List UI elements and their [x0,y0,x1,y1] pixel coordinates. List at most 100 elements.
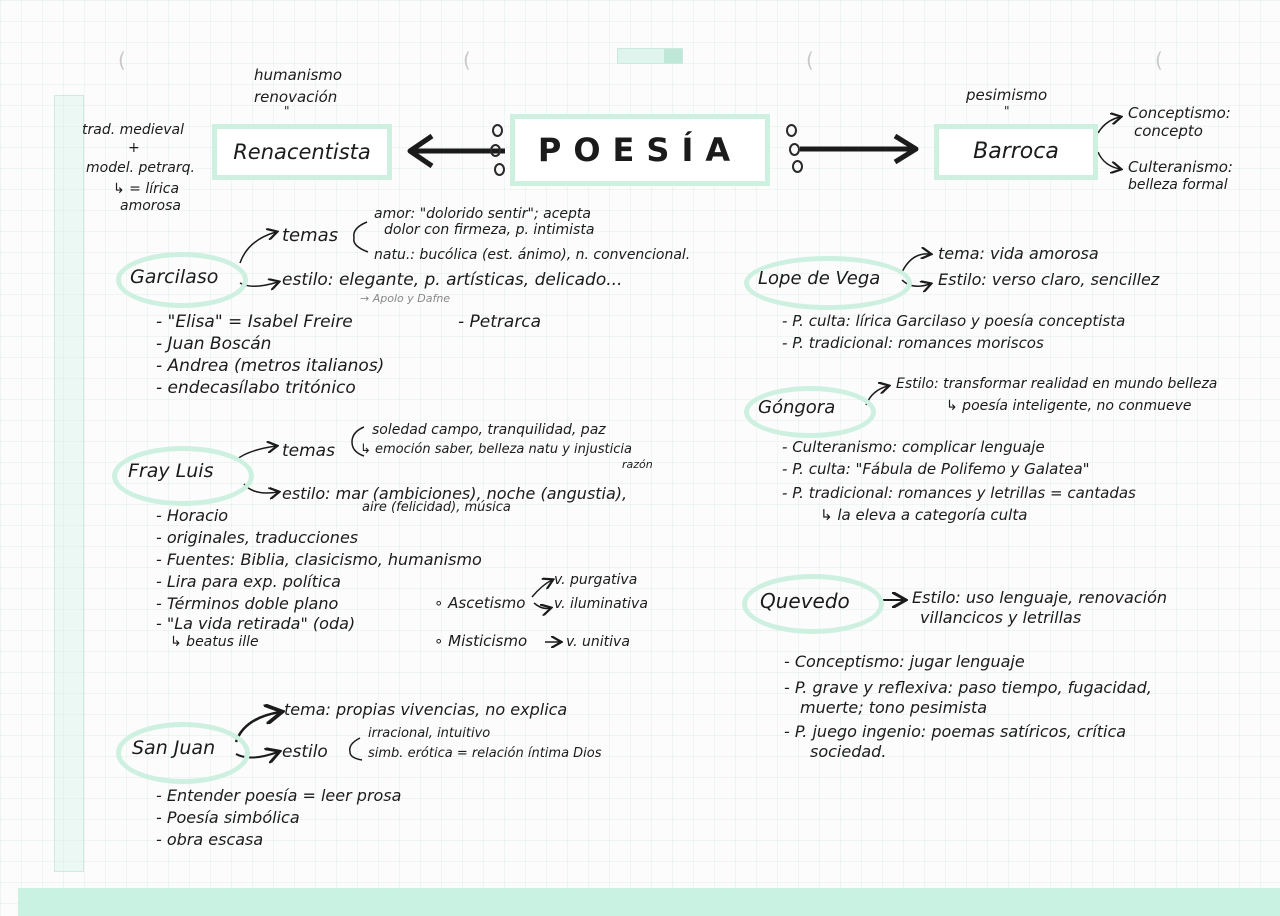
garcilaso-note: → Apolo y Dafne [360,292,451,305]
ascetismo-item: ∘ Ascetismo [434,594,526,612]
garcilaso-tema: dolor con firmeza, p. intimista [384,222,595,238]
frayluis-tema: ↳ emoción saber, belleza natu y injustic… [360,442,632,457]
via-iluminativa: v. iluminativa [554,596,648,612]
barroca-label: Barroca [973,139,1059,164]
conceptismo-branch: concepto [1134,122,1203,140]
gongora-name: Góngora [758,397,836,418]
bullet-text: Fuentes: Biblia, clasicismo, humanismo [166,550,482,569]
quevedo-bullet-cont: sociedad. [810,742,887,761]
frayluis-bullet: - "La vida retirada" (oda) [156,614,356,633]
barroca-note: " [1004,104,1010,118]
droplet-icon [786,124,797,137]
garcilaso-bullet: - endecasílabo tritónico [156,378,356,398]
droplet-icon [490,144,501,157]
binder-hole: ( [463,48,471,72]
droplet-icon [492,124,503,137]
bullet-text: P. culta: lírica Garcilaso y poesía conc… [792,312,1126,330]
bullet-text: Culteranismo: complicar lenguaje [792,438,1045,456]
gongora-bullet: - Culteranismo: complicar lenguaje [782,438,1045,456]
garcilaso-tema: natu.: bucólica (est. ánimo), n. convenc… [374,247,691,263]
gongora-oval [744,386,876,438]
renacentista-box: Renacentista [212,124,392,180]
frayluis-bullet: - Fuentes: Biblia, clasicismo, humanismo [156,550,482,569]
renacentista-origin: model. petrarq. [86,160,195,176]
sanjuan-bullet: - obra escasa [156,830,264,849]
bullet-text: "La vida retirada" (oda) [166,614,356,633]
renacentista-note: renovación [254,88,338,106]
quevedo-name: Quevedo [760,589,850,613]
lope-bullet: - P. tradicional: romances moriscos [782,334,1044,352]
binder-hole: ( [806,48,814,72]
frayluis-temas-label: temas [282,441,335,461]
frayluis-estilo: estilo: mar (ambiciones), noche (angusti… [282,484,628,503]
bullet-text: P. tradicional: romances moriscos [792,334,1044,352]
frayluis-oval [112,446,254,506]
bullet-text: Andrea (metros italianos) [167,356,385,376]
conceptismo-branch: Conceptismo: [1128,104,1231,122]
garcilaso-tema: amor: "dolorido sentir"; acepta [374,206,591,222]
frayluis-tema: razón [622,458,653,471]
quevedo-estilo: villancicos y letrillas [920,608,1082,627]
misticismo-item: ∘ Misticismo [434,632,528,650]
quevedo-estilo: Estilo: uso lenguaje, renovación [912,588,1168,607]
bullet-text: P. culta: "Fábula de Polifemo y Galatea" [792,460,1090,478]
gongora-bullet: - P. tradicional: romances y letrillas =… [782,484,1136,502]
sanjuan-estilo-label: estilo [282,742,328,762]
frayluis-name: Fray Luis [128,460,214,482]
ascetismo-label: Ascetismo [448,594,526,612]
via-purgativa: v. purgativa [554,572,638,588]
quevedo-bullet: - P. grave y reflexiva: paso tiempo, fug… [784,678,1152,697]
binder-hole: ( [118,48,126,72]
notebook-header-tag [617,48,683,64]
quevedo-bullet: - Conceptismo: jugar lenguaje [784,652,1025,671]
bottom-strip [18,888,1280,916]
bullet-text: Conceptismo: jugar lenguaje [794,652,1025,671]
gongora-estilo: Estilo: transformar realidad en mundo be… [896,376,1218,392]
margin-strip [54,95,84,872]
renacentista-origin: amorosa [120,198,181,214]
garcilaso-oval [116,252,248,308]
sanjuan-oval [116,722,250,784]
culteranismo-branch: belleza formal [1128,177,1228,193]
quevedo-oval [742,574,884,634]
garcilaso-bullet: - Andrea (metros italianos) [156,356,385,376]
bullet-text: Términos doble plano [166,594,339,613]
binder-hole: ( [1155,48,1163,72]
lope-estilo: Estilo: verso claro, sencillez [938,270,1160,289]
frayluis-bullet: - originales, traducciones [156,528,359,547]
page-title: POESÍA [537,131,743,169]
lope-bullet: - P. culta: lírica Garcilaso y poesía co… [782,312,1126,330]
renacentista-note: " [284,104,290,118]
droplet-icon [494,163,505,176]
title-box: POESÍA [510,114,770,186]
bullet-text: P. juego ingenio: poemas satíricos, crít… [794,722,1127,741]
garcilaso-temas-label: temas [282,225,339,246]
sanjuan-estilo: simb. erótica = relación íntima Dios [368,746,602,761]
gongora-estilo2: ↳ poesía inteligente, no conmueve [946,398,1192,414]
frayluis-tema: soledad campo, tranquilidad, paz [372,422,606,438]
bullet-text: Entender poesía = leer prosa [166,786,402,805]
sanjuan-bullet: - Poesía simbólica [156,808,300,827]
via-unitiva: v. unitiva [566,634,630,650]
barroca-box: Barroca [934,124,1098,180]
sanjuan-estilo: irracional, intuitivo [368,726,491,741]
quevedo-bullet: - P. juego ingenio: poemas satíricos, cr… [784,722,1127,741]
frayluis-beatus: ↳ beatus ille [170,634,259,650]
bullet-text: "Elisa" = Isabel Freire [167,312,353,332]
frayluis-bullet: - Lira para exp. política [156,572,341,591]
misticismo-label: Misticismo [448,632,528,650]
barroca-note: pesimismo [966,86,1048,104]
renacentista-origin: ↳ = lírica [113,181,180,197]
garcilaso-name: Garcilaso [130,266,219,288]
bullet-text: P. grave y reflexiva: paso tiempo, fugac… [794,678,1152,697]
renacentista-note: humanismo [254,66,343,84]
bullet-text: Lira para exp. política [166,572,341,591]
sanjuan-bullet: - Entender poesía = leer prosa [156,786,402,805]
bullet-text: Juan Boscán [167,334,272,354]
renacentista-origin: + [128,140,140,156]
gongora-bullet: - P. culta: "Fábula de Polifemo y Galate… [782,460,1090,478]
renacentista-origin: trad. medieval [82,122,185,138]
bullet-text: originales, traducciones [166,528,359,547]
garcilaso-bullet: - "Elisa" = Isabel Freire [156,312,353,332]
